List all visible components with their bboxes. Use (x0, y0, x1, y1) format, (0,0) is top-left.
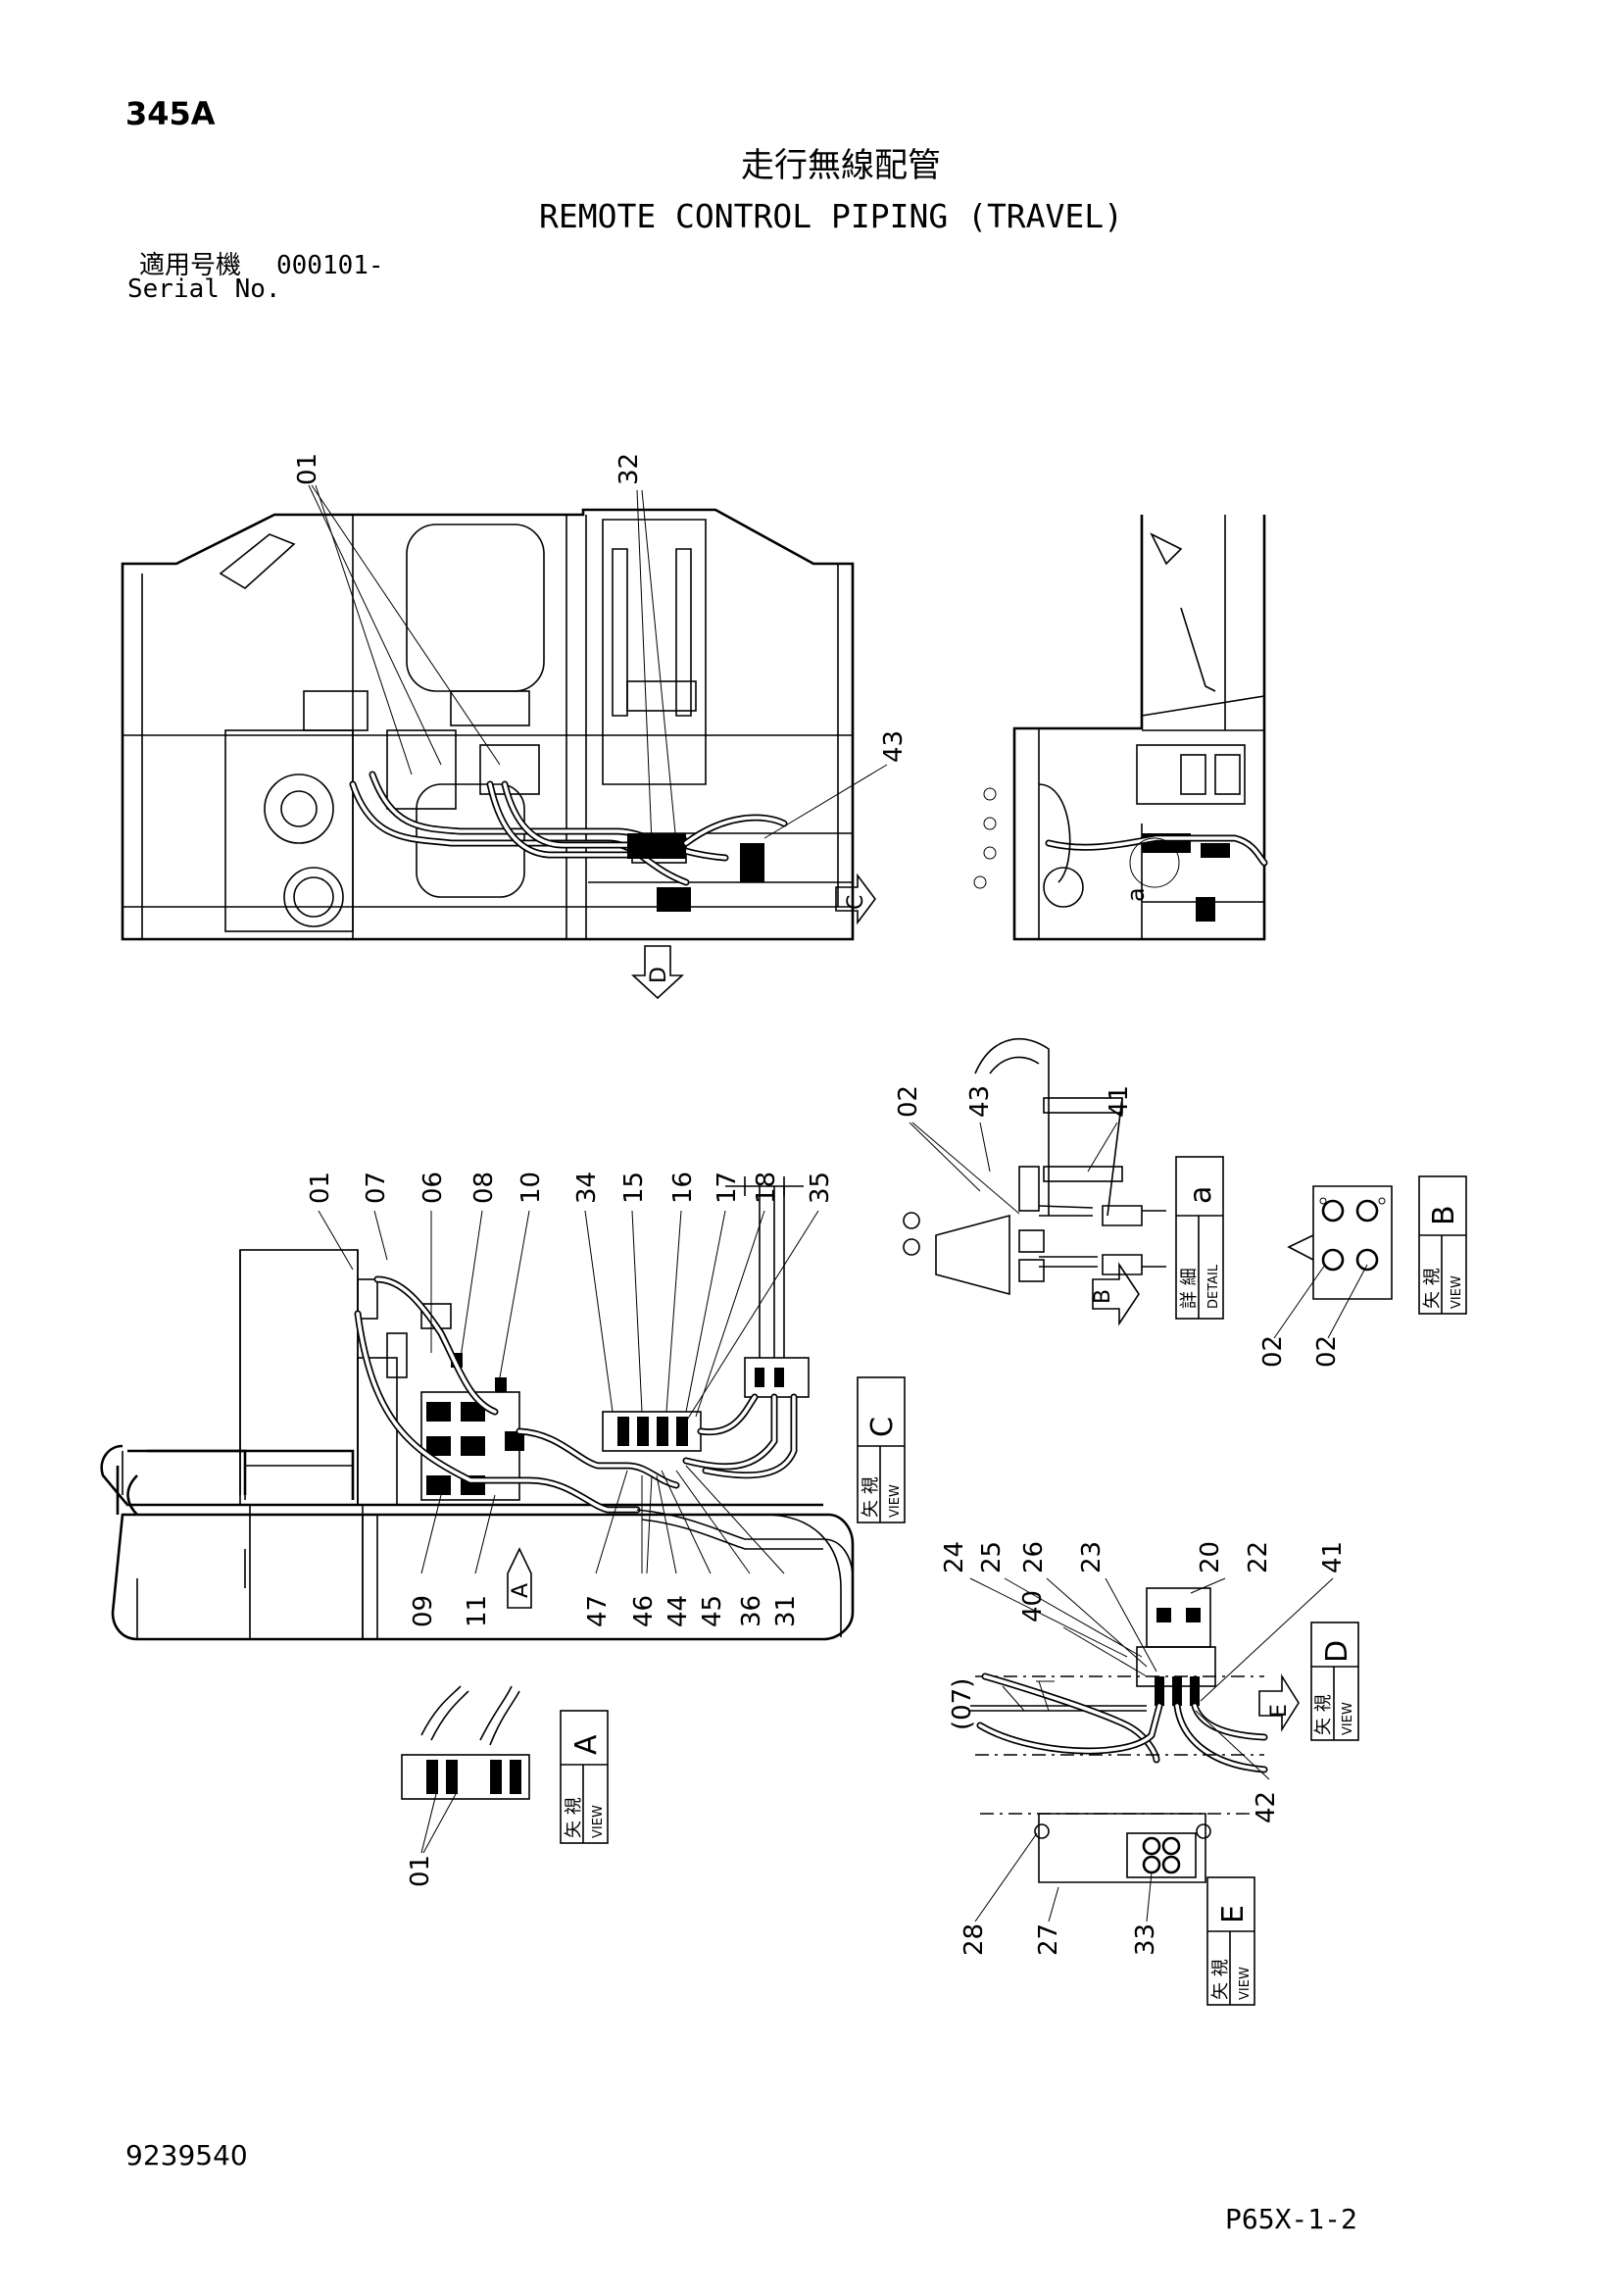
callout-25: 25 (977, 1541, 1007, 1573)
callout-47: 47 (583, 1595, 613, 1627)
view-label-jp: 矢 視 (861, 1476, 881, 1518)
callout-01: 01 (406, 1855, 435, 1887)
callout-43: 43 (965, 1085, 995, 1118)
callouts-detail-a: 02 43 41 a 詳 細 DETAIL (894, 1085, 1221, 1309)
machine-top-view (121, 484, 888, 1000)
serial-label-jp: 適用号機 (139, 251, 242, 280)
view-d-letter: D (1320, 1640, 1354, 1663)
view-label-en: VIEW (888, 1484, 903, 1518)
callout-28: 28 (959, 1923, 989, 1956)
view-label-en: VIEW (1450, 1275, 1464, 1309)
callout-32: 32 (615, 453, 644, 485)
view-label-jp: 矢 視 (564, 1797, 584, 1838)
callout-40: 40 (1018, 1590, 1048, 1622)
callout-17: 17 (713, 1172, 742, 1204)
callout-43: 43 (879, 730, 909, 763)
view-label-jp: 矢 視 (1313, 1694, 1334, 1735)
callout-02: 02 (1312, 1335, 1342, 1368)
view-b-letter: B (1427, 1205, 1461, 1225)
callout-45: 45 (698, 1595, 727, 1627)
callout-01: 01 (306, 1172, 335, 1204)
callout-42: 42 (1252, 1791, 1281, 1823)
callout-16: 16 (668, 1172, 698, 1204)
callout-09: 09 (409, 1595, 438, 1627)
callout-07-ref: (07) (948, 1678, 977, 1730)
callout-35: 35 (806, 1172, 835, 1204)
callout-07: 07 (362, 1172, 391, 1204)
main-side-view: A (100, 1176, 906, 1641)
view-a-arrow-label: A (509, 1583, 533, 1598)
view-b-arrow-label: B (1091, 1289, 1115, 1304)
detail-a-marker: a (1122, 887, 1150, 902)
view-e-letter: E (1216, 1905, 1251, 1923)
callout-02: 02 (894, 1085, 923, 1118)
page-code: P65X-1-2 (1225, 2203, 1357, 2235)
callout-33: 33 (1131, 1923, 1160, 1956)
detail-label-jp: 詳 細 (1179, 1268, 1200, 1309)
detail-a-letter: a (1184, 1186, 1218, 1204)
view-label-en: VIEW (1341, 1702, 1355, 1735)
callouts-view-a: 01 A 矢 視 VIEW (406, 1734, 606, 1887)
view-c-letter: C (865, 1417, 900, 1437)
view-label-en: VIEW (1238, 1967, 1253, 2000)
callout-46: 46 (629, 1595, 659, 1627)
serial-value: 000101- (276, 251, 384, 280)
callout-41: 41 (1105, 1085, 1134, 1118)
callout-27: 27 (1034, 1923, 1063, 1956)
callout-26: 26 (1019, 1541, 1049, 1573)
view-e-arrow-label: E (1267, 1704, 1292, 1718)
detail-label-en: DETAIL (1206, 1264, 1221, 1309)
view-label-en: VIEW (591, 1805, 606, 1838)
view-d-arrow-label: D (647, 967, 671, 983)
title-japanese: 走行無線配管 (741, 146, 941, 185)
callout-15: 15 (619, 1172, 649, 1204)
callout-01: 01 (293, 453, 322, 485)
view-label-jp: 矢 視 (1422, 1268, 1443, 1309)
callout-24: 24 (940, 1541, 969, 1573)
callouts-view-b: 02 02 B 矢 視 VIEW (1258, 1205, 1464, 1368)
document-number: 9239540 (125, 2139, 248, 2171)
callout-18: 18 (752, 1172, 781, 1204)
callout-11: 11 (463, 1595, 492, 1627)
callout-02: 02 (1258, 1335, 1288, 1368)
callout-06: 06 (418, 1172, 448, 1204)
view-b (1273, 1175, 1467, 1339)
view-e (974, 1813, 1255, 2006)
serial-label-en: Serial No. (127, 275, 281, 304)
machine-side-view: a (973, 515, 1268, 941)
detail-a: B (903, 1038, 1224, 1326)
title-english: REMOTE CONTROL PIPING (TRAVEL) (538, 197, 1124, 235)
view-d: E (969, 1577, 1359, 1780)
callout-41: 41 (1318, 1541, 1348, 1573)
callout-22: 22 (1244, 1541, 1273, 1573)
callout-10: 10 (516, 1172, 546, 1204)
callouts-top-view: 01 32 43 C D (293, 453, 909, 983)
callout-23: 23 (1077, 1541, 1107, 1573)
callout-36: 36 (737, 1595, 766, 1627)
callouts-view-e: 28 27 33 E 矢 視 VIEW (959, 1905, 1253, 2000)
callout-20: 20 (1196, 1541, 1225, 1573)
view-label-jp: 矢 視 (1210, 1959, 1231, 2000)
view-a-letter: A (569, 1734, 604, 1755)
view-c-arrow-label: C (844, 895, 868, 910)
page-number: 345A (125, 95, 216, 132)
callouts-main: 01 07 06 08 10 34 15 16 17 18 35 09 11 4… (306, 1172, 903, 1627)
callout-34: 34 (572, 1172, 602, 1204)
callout-44: 44 (664, 1595, 693, 1627)
view-a (401, 1685, 609, 1854)
callout-08: 08 (469, 1172, 499, 1204)
callouts-view-d: 24 25 26 23 20 22 41 40 (07) 42 D 矢 視 VI… (940, 1541, 1355, 1823)
callout-31: 31 (771, 1595, 801, 1627)
